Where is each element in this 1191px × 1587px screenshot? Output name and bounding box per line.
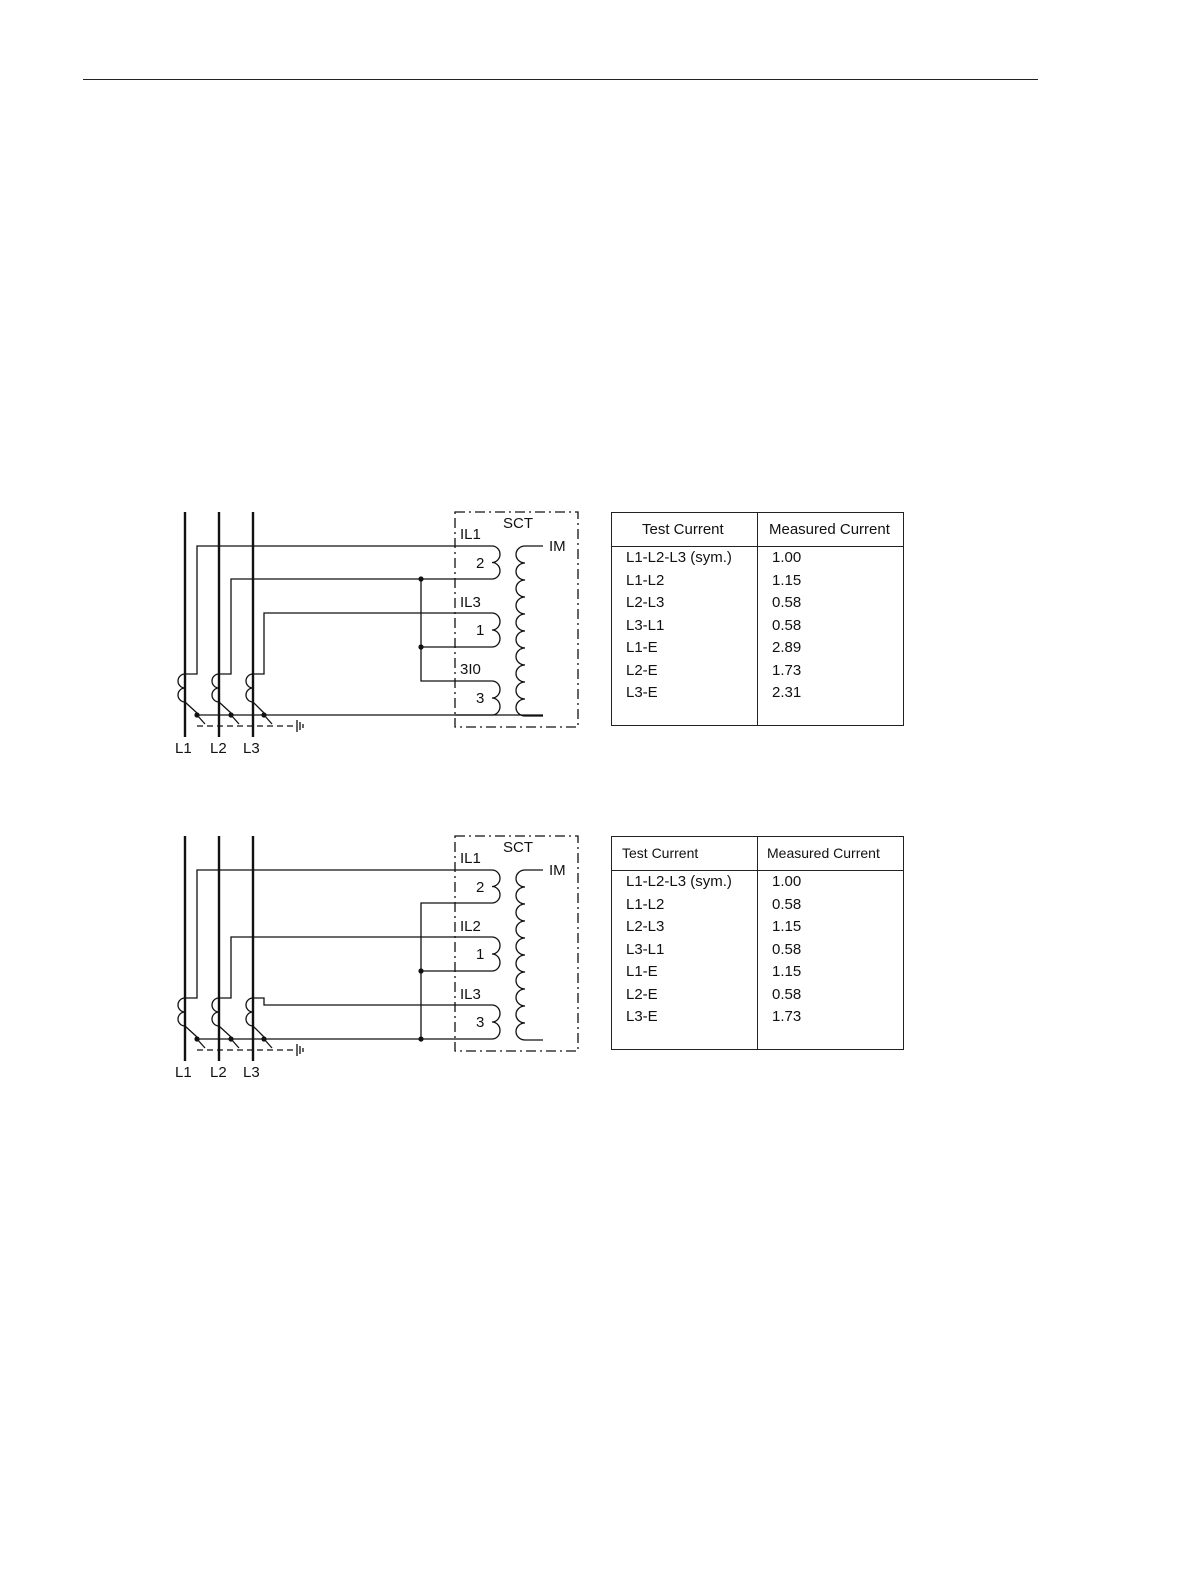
star-lead-l1 bbox=[185, 1026, 197, 1037]
test-current-cell: L1-L2 bbox=[626, 896, 664, 913]
measurement-table-2: Test Current Measured Current L1-L2-L3 (… bbox=[611, 836, 904, 1050]
measured-current-cell: 0.58 bbox=[772, 896, 801, 913]
measured-current-cell: 1.15 bbox=[772, 963, 801, 980]
lead-l1 bbox=[185, 870, 455, 998]
column-header-measured-current: Measured Current bbox=[767, 845, 880, 861]
table-row: L3-E 1.73 bbox=[612, 1008, 903, 1031]
im-coil bbox=[516, 870, 543, 1040]
coil-c-label: IL3 bbox=[460, 986, 481, 1003]
sct-coil-2 bbox=[492, 870, 500, 903]
figure-1: SCT IM IL1 2 IL3 1 3I0 3 L1 L2 L3 Test C… bbox=[0, 0, 1191, 320]
coil-a-number: 2 bbox=[476, 879, 484, 896]
junction-dot bbox=[261, 1036, 266, 1041]
junction-dot bbox=[194, 1036, 199, 1041]
wiring-diagram-2: SCT IM IL1 2 IL2 1 IL3 3 L1 L2 L3 bbox=[0, 324, 600, 1124]
lead-l2 bbox=[219, 937, 455, 998]
phase-label-l2: L2 bbox=[210, 1064, 227, 1081]
phase-label-l1: L1 bbox=[175, 1064, 192, 1081]
test-current-cell: L2-E bbox=[626, 662, 658, 679]
figure-2: SCT IM IL1 2 IL2 1 IL3 3 L1 L2 L3 Test C… bbox=[0, 324, 1191, 644]
coil-a-label: IL1 bbox=[460, 850, 481, 867]
coil-b-number: 1 bbox=[476, 946, 484, 963]
table-row: L2-E 1.73 bbox=[612, 662, 903, 685]
table-row: L1-L2-L3 (sym.) 1.00 bbox=[612, 873, 903, 896]
sct-title: SCT bbox=[503, 839, 533, 856]
test-current-cell: L2-L3 bbox=[626, 918, 664, 935]
table-row: L3-L1 0.58 bbox=[612, 941, 903, 964]
phase-label-l3: L3 bbox=[243, 1064, 260, 1081]
lead-l3 bbox=[253, 998, 455, 1005]
measured-current-cell: 2.31 bbox=[772, 684, 801, 701]
table-row: L1-E 1.15 bbox=[612, 963, 903, 986]
measured-current-cell: 1.73 bbox=[772, 662, 801, 679]
test-current-cell: L3-E bbox=[626, 1008, 658, 1025]
junction-dot bbox=[418, 968, 423, 973]
table-row: L1-L2 0.58 bbox=[612, 896, 903, 919]
coil-c-number: 3 bbox=[476, 1014, 484, 1031]
star-lead-l2 bbox=[219, 1026, 231, 1037]
test-current-cell: L3-L1 bbox=[626, 941, 664, 958]
junction-dot bbox=[228, 1036, 233, 1041]
star-lead-l3 bbox=[253, 1026, 264, 1037]
measured-current-cell: 1.00 bbox=[772, 873, 801, 890]
table-row: L2-L3 1.15 bbox=[612, 918, 903, 941]
table-row: L2-E 0.58 bbox=[612, 986, 903, 1009]
measured-current-cell: 0.58 bbox=[772, 986, 801, 1003]
column-header-test-current: Test Current bbox=[622, 845, 698, 861]
sct-coil-3 bbox=[492, 1005, 500, 1039]
test-current-cell: L2-E bbox=[626, 986, 658, 1003]
test-current-cell: L3-E bbox=[626, 684, 658, 701]
test-current-cell: L1-E bbox=[626, 963, 658, 980]
measured-current-cell: 1.15 bbox=[772, 918, 801, 935]
sct-coil-1 bbox=[492, 937, 500, 971]
table-row: L3-E 2.31 bbox=[612, 684, 903, 707]
measured-current-cell: 1.73 bbox=[772, 1008, 801, 1025]
im-label: IM bbox=[549, 862, 566, 879]
coil-b-label: IL2 bbox=[460, 918, 481, 935]
junction-dot bbox=[418, 1036, 423, 1041]
test-current-cell: L1-L2-L3 (sym.) bbox=[626, 873, 732, 890]
measured-current-cell: 0.58 bbox=[772, 941, 801, 958]
